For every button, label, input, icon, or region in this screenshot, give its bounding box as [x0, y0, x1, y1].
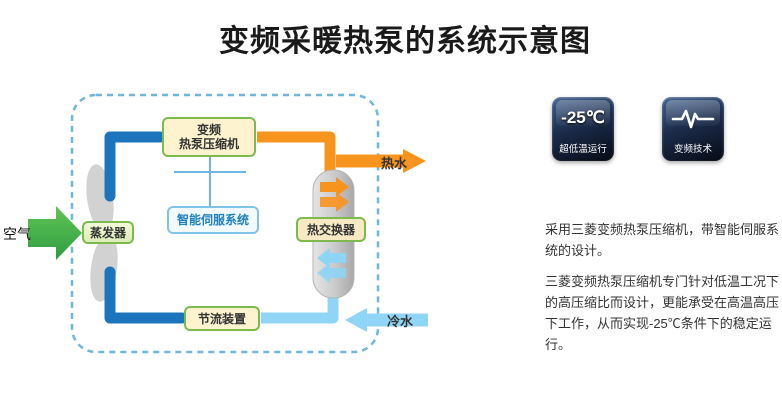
- compressor-label-line2: 热泵压缩机: [178, 137, 239, 151]
- low-temp-label: 超低温运行: [559, 144, 607, 155]
- throttle-device-label: 节流装置: [197, 311, 246, 326]
- hot-water-label: 热水: [381, 156, 408, 171]
- exchanger-hot-flow-icons: [320, 177, 349, 212]
- air-arrow: [28, 206, 82, 260]
- badge-inverter: 变频技术: [662, 97, 724, 161]
- compressor-label-line1: 变频: [196, 123, 221, 137]
- page-title: 变频采暖热泵的系统示意图: [219, 25, 591, 58]
- pipe-compressor-to-exchanger: [257, 131, 336, 176]
- description-block: 采用三菱变频热泵压缩机，带智能伺服系统的设计。 三菱变频热泵压缩机专门针对低温工…: [545, 219, 782, 365]
- pipe-exchanger-to-throttle: [261, 292, 339, 324]
- inverter-label: 变频技术: [673, 144, 712, 155]
- evaporator-label: 蒸发器: [89, 225, 126, 240]
- heat-exchanger-box: 热交换器: [296, 217, 366, 242]
- evaporator-box: 蒸发器: [82, 221, 134, 244]
- servo-system-label: 智能伺服系统: [176, 213, 249, 227]
- exchanger-cold-flow-icons: [317, 248, 346, 283]
- air-label: 空气: [3, 226, 31, 242]
- badge-low-temp: -25℃ 超低温运行: [552, 97, 614, 161]
- low-temp-value: -25℃: [561, 108, 605, 127]
- pipe-throttle-to-evaporator: [104, 266, 188, 324]
- servo-connector-lines: [174, 157, 246, 207]
- pipe-evaporator-to-compressor: [104, 131, 166, 202]
- description-para-1: 采用三菱变频热泵压缩机，带智能伺服系统的设计。: [545, 222, 780, 258]
- waveform-icon: [662, 106, 724, 135]
- cold-water-label: 冷水: [387, 314, 414, 329]
- compressor-box: 变频 热泵压缩机: [162, 117, 256, 157]
- heat-exchanger-label: 热交换器: [306, 222, 355, 237]
- throttle-device-box: 节流装置: [184, 306, 260, 331]
- description-para-2: 三菱变频热泵压缩机专门针对低温工况下的高压缩比而设计，更能承受在高温高压下工作，…: [545, 274, 780, 352]
- servo-system-box: 智能伺服系统: [167, 206, 259, 234]
